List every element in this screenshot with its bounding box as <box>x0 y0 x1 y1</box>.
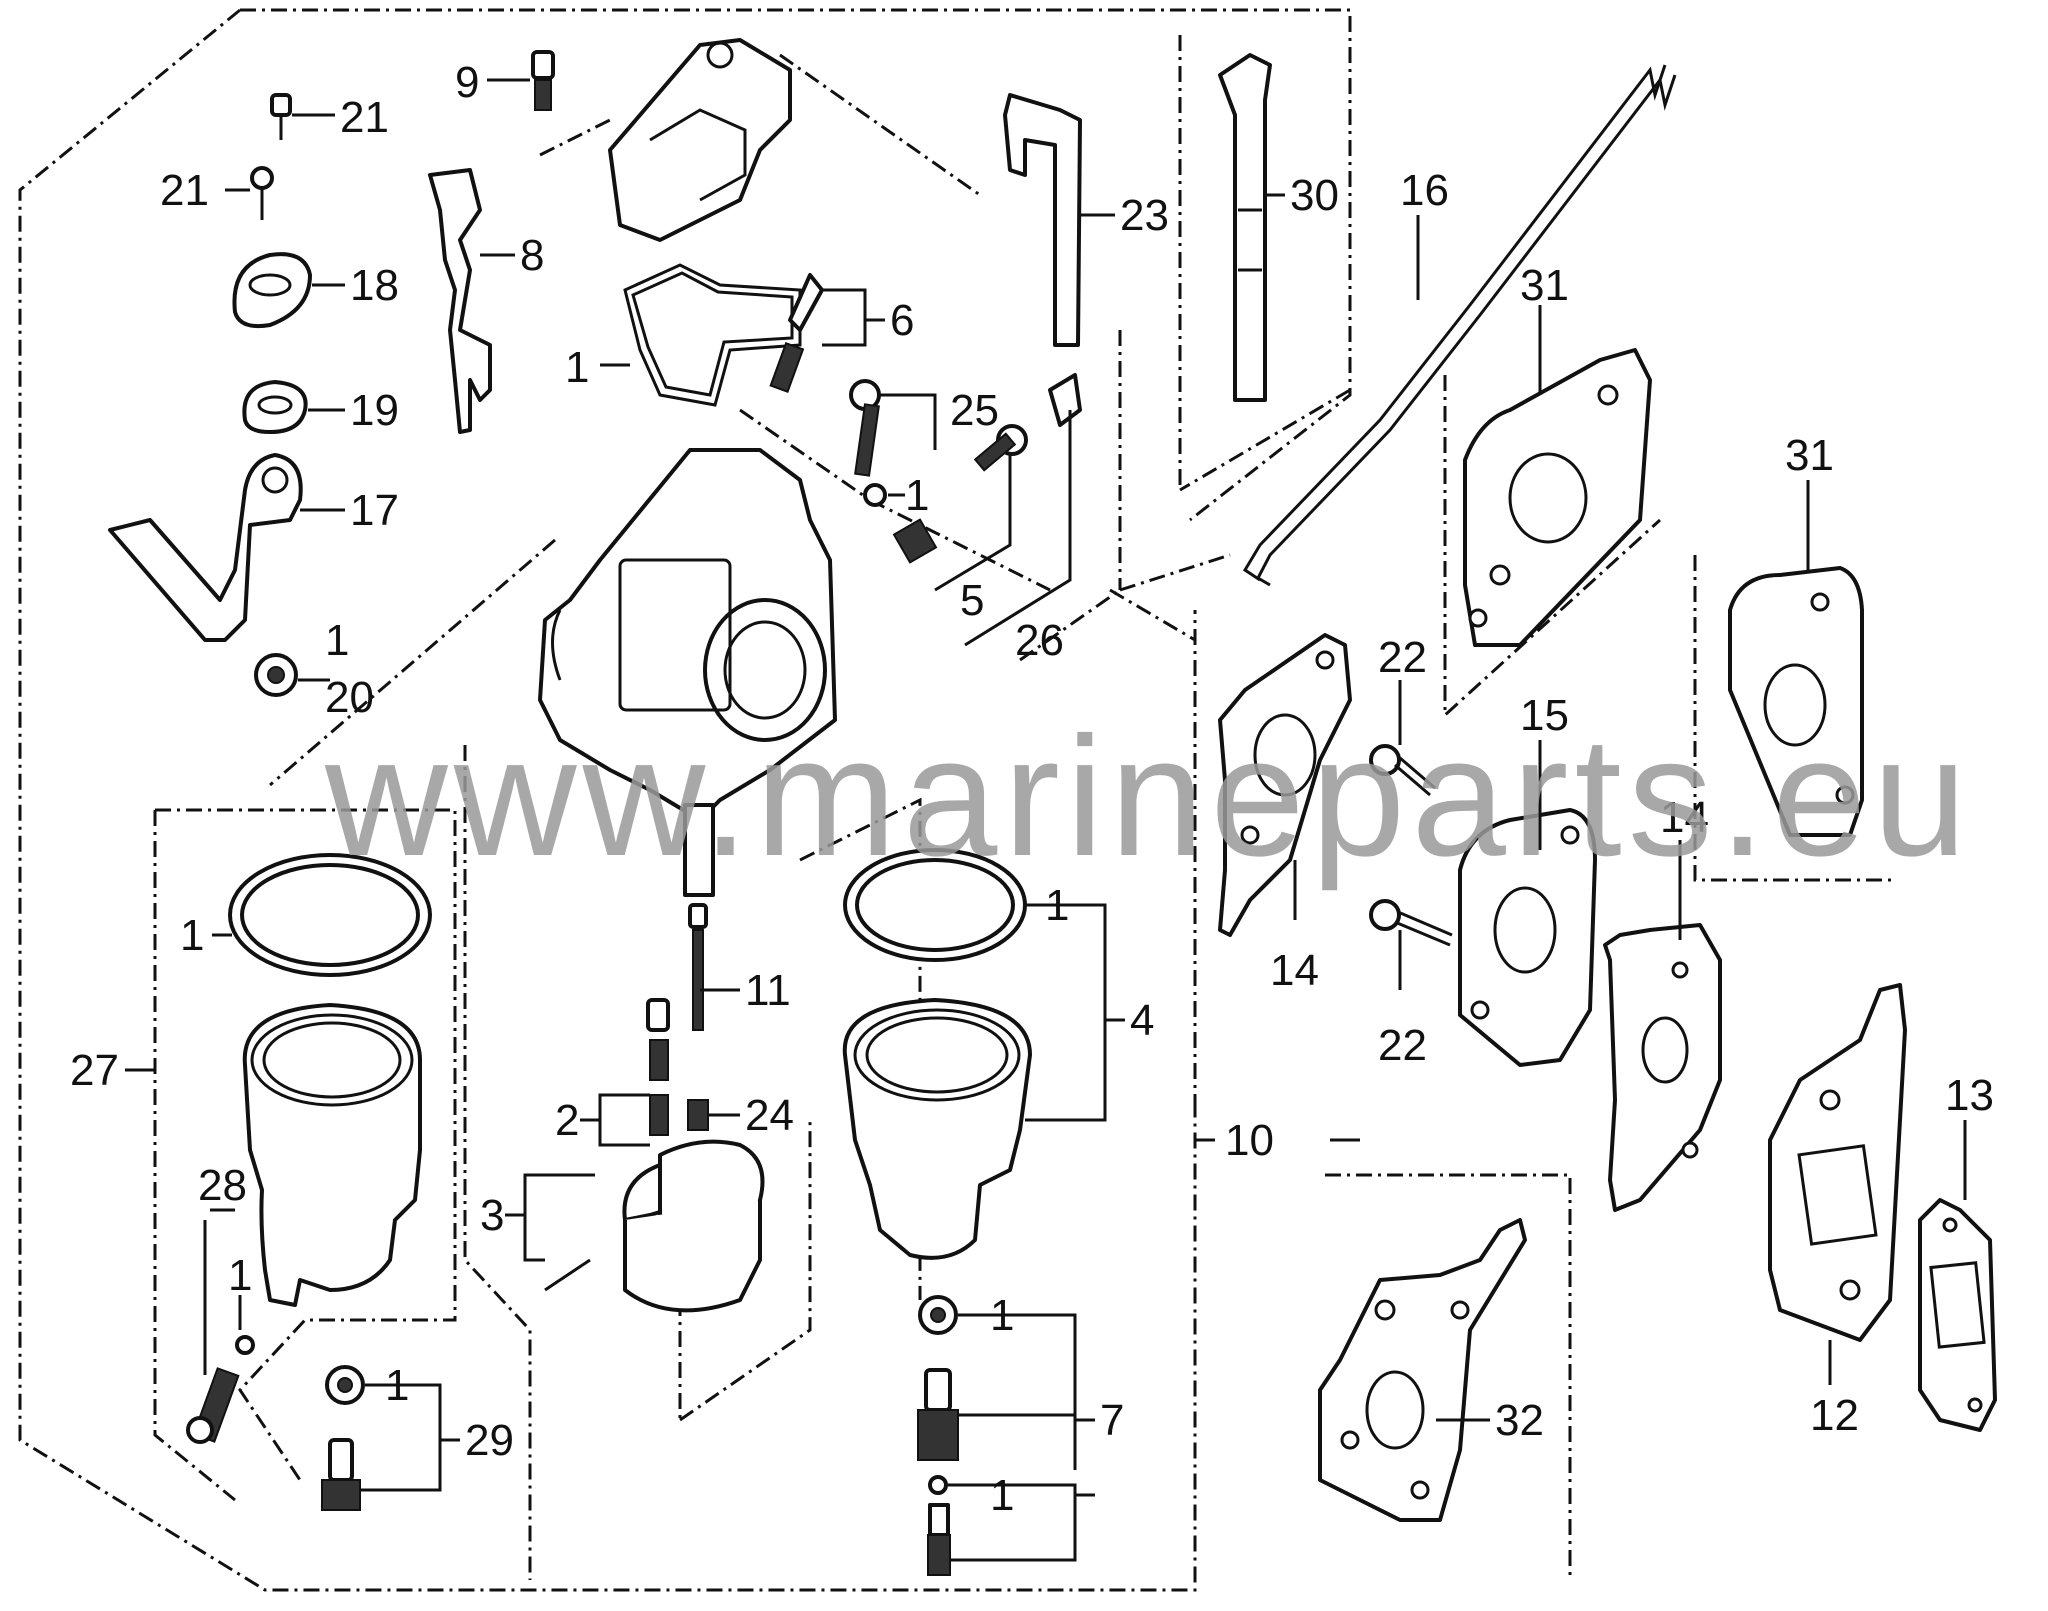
drain-bolt-29 <box>321 1365 365 1511</box>
callout-14-mid: 14 <box>1660 793 1709 842</box>
float-bowl-27 <box>242 1003 422 1307</box>
callout-15: 15 <box>1520 691 1569 740</box>
bolt-22-upper <box>1369 744 1436 797</box>
callout-22-upper: 22 <box>1378 633 1427 682</box>
callout-1-bowl-4-ring: 1 <box>1045 881 1069 930</box>
screw-9 <box>531 50 555 111</box>
callout-23: 23 <box>1120 191 1169 240</box>
cap-26 <box>1048 373 1082 427</box>
drain-assembly-7 <box>917 1295 959 1576</box>
group-outline-gasket-31a <box>1443 375 1662 719</box>
group-outline-body-parts <box>269 53 1231 787</box>
leader-lines <box>125 78 1967 1562</box>
float-bowl-4 <box>842 998 1032 1260</box>
callout-21-lower: 21 <box>160 166 209 215</box>
gasket-31-lower <box>1728 566 1864 837</box>
callout-1-bolt-29: 1 <box>385 1361 409 1410</box>
group-outline-tube-30 <box>1178 35 1351 492</box>
callout-13: 13 <box>1945 1071 1994 1120</box>
callout-labels: 21 21 9 8 18 19 17 1 20 1 23 30 16 6 25 … <box>70 58 1994 1520</box>
drain-screw-28 <box>186 1335 255 1444</box>
gasket-31-upper <box>1463 348 1652 647</box>
main-jet-11 <box>687 903 709 1131</box>
callout-1-cover-gasket: 1 <box>565 343 589 392</box>
elbow-tube-23 <box>1003 93 1082 347</box>
insulator-14-left <box>1218 633 1352 937</box>
bolt-22-lower <box>1369 899 1453 947</box>
group-outline-bowl-27 <box>153 745 532 1580</box>
callout-3: 3 <box>480 1191 504 1240</box>
callout-17: 17 <box>350 486 399 535</box>
callout-18: 18 <box>350 261 399 310</box>
screw-21-top <box>270 93 292 140</box>
group-outline-carburetor-assembly <box>18 8 1352 1592</box>
breather-tube-30 <box>1218 53 1272 402</box>
throttle-stop-screw-5 <box>892 424 1028 564</box>
gasket-13 <box>1918 1198 1997 1432</box>
o-ring-1-bowl-4 <box>843 848 1027 962</box>
watermark-text: www.marineparts.eu <box>324 702 1973 892</box>
float-3 <box>544 1139 765 1313</box>
callout-1-drain-7-lower: 1 <box>990 1471 1014 1520</box>
callout-6: 6 <box>890 296 914 345</box>
callout-20: 20 <box>325 673 374 722</box>
callout-29: 29 <box>465 1416 514 1465</box>
gasket-15 <box>1458 808 1597 1067</box>
seal-ring-19 <box>242 380 308 434</box>
callout-1-drain-28: 1 <box>228 1251 252 1300</box>
insulator-14-right <box>1603 923 1722 1212</box>
callout-14-left: 14 <box>1270 946 1319 995</box>
group-outline-gasket-31b <box>1693 555 1895 882</box>
callout-16: 16 <box>1400 166 1449 215</box>
callout-4: 4 <box>1130 996 1154 1045</box>
callout-26: 26 <box>1015 616 1064 665</box>
callout-31-lower: 31 <box>1785 431 1834 480</box>
choke-lever-17 <box>108 453 303 642</box>
carburetor-cover <box>608 38 792 242</box>
screw-21-lower <box>250 166 274 220</box>
callout-9: 9 <box>455 58 479 107</box>
callout-1-screw: 1 <box>905 471 929 520</box>
callout-1-drain-7-top: 1 <box>990 1291 1014 1340</box>
o-ring-1-bowl-27 <box>228 853 432 977</box>
callout-2: 2 <box>555 1096 579 1145</box>
callout-21-top: 21 <box>340 93 389 142</box>
callout-27: 27 <box>70 1046 119 1095</box>
screw-spring-6 <box>769 273 824 393</box>
gasket-12 <box>1768 983 1907 1342</box>
callout-24: 24 <box>745 1091 794 1140</box>
callout-5: 5 <box>960 576 984 625</box>
callout-7: 7 <box>1100 1396 1124 1445</box>
callout-32: 32 <box>1495 1396 1544 1445</box>
callout-1-choke: 1 <box>325 616 349 665</box>
callout-11: 11 <box>745 966 791 1015</box>
carburetor-body <box>538 448 837 897</box>
float-valve-lever-8 <box>428 168 492 434</box>
callout-10: 10 <box>1225 1116 1274 1165</box>
callout-30: 30 <box>1290 171 1339 220</box>
callout-31-upper: 31 <box>1520 261 1569 310</box>
callout-12: 12 <box>1810 1391 1859 1440</box>
cap-18 <box>232 252 312 329</box>
callout-25: 25 <box>950 386 999 435</box>
gasket-1-cover <box>623 263 802 407</box>
plate-32 <box>1318 1218 1527 1522</box>
nut-20 <box>254 653 298 697</box>
screw-25 <box>849 379 887 507</box>
callout-28: 28 <box>198 1161 247 1210</box>
callout-19: 19 <box>350 386 399 435</box>
callout-8: 8 <box>520 231 544 280</box>
callout-1-bowl-27-ring: 1 <box>180 911 204 960</box>
needle-jet-2 <box>646 998 670 1136</box>
control-rod-16 <box>1242 64 1677 587</box>
callout-22-lower: 22 <box>1378 1021 1427 1070</box>
